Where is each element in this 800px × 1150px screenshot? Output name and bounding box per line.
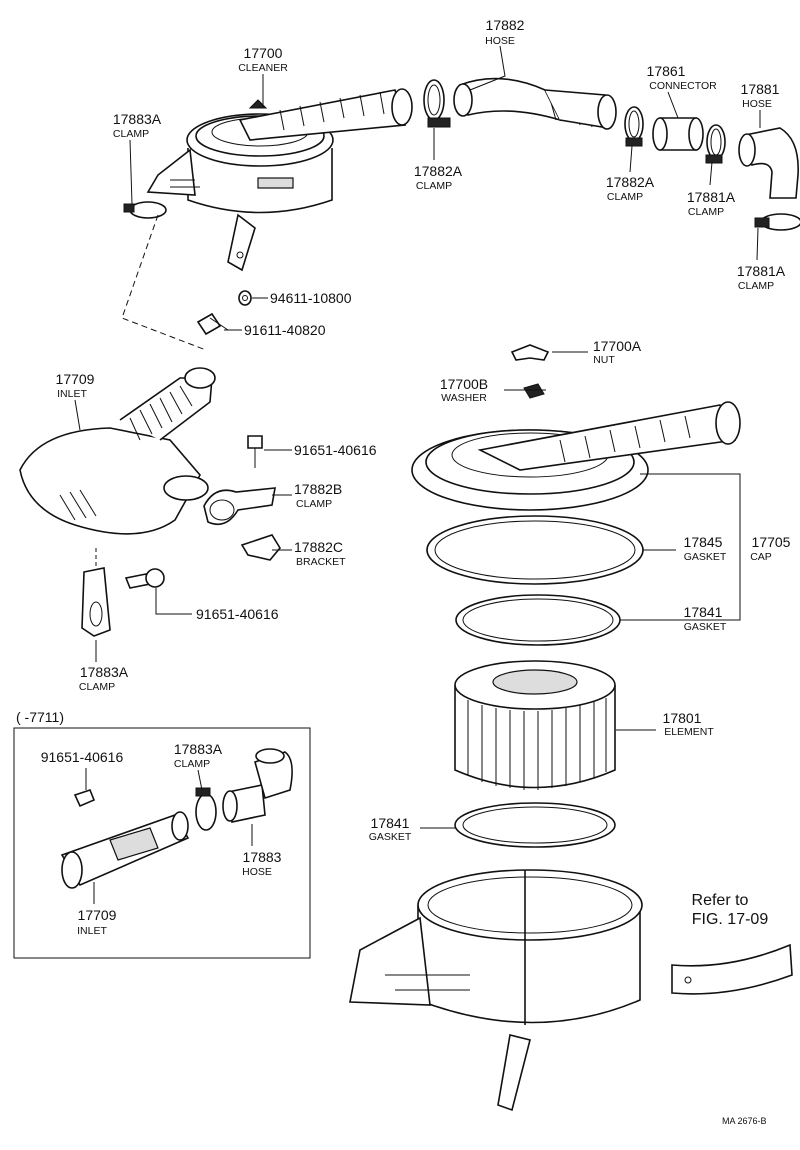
clamp-17881a-lower-drawing: [754, 213, 800, 231]
figure-code: MA 2676-B: [722, 1116, 767, 1126]
inset-inlet-drawing: [60, 748, 293, 889]
label-17882c-num: 17882C: [294, 539, 343, 555]
label-17882b-name: CLAMP: [296, 498, 332, 510]
label-17882-num: 17882: [486, 17, 525, 33]
label-17841-lower-num: 17841: [371, 815, 410, 831]
label-17883a-middle-name: CLAMP: [79, 681, 115, 693]
label-17881a-upper-num: 17881A: [687, 189, 736, 205]
label-17841-upper-name: GASKET: [684, 621, 727, 633]
gasket-17841-lower-drawing: [454, 802, 616, 848]
hose-17881-drawing: [738, 127, 799, 199]
label-inset-17883a-num: 17883A: [174, 741, 223, 757]
label-17845-num: 17845: [684, 534, 723, 550]
label-17705-num: 17705: [752, 534, 791, 550]
label-17845-name: GASKET: [684, 551, 727, 563]
label-inset-91651-40616: 91651-40616: [41, 749, 124, 765]
label-17700-num: 17700: [244, 45, 283, 61]
label-17881-num: 17881: [741, 81, 780, 97]
label-91611-40820: 91611-40820: [244, 322, 326, 338]
label-17881a-lower-num: 17881A: [737, 263, 786, 279]
label-inset-17709-name: INLET: [77, 925, 107, 937]
clamp-17883a-top-drawing: [123, 201, 167, 219]
refer-band-drawing: [671, 943, 793, 995]
label-17709-num: 17709: [56, 371, 95, 387]
label-inset-17709-num: 17709: [78, 907, 117, 923]
label-17881a-lower-name: CLAMP: [738, 280, 774, 292]
label-17882a-left-num: 17882A: [414, 163, 463, 179]
label-91651-40616-middle: 91651-40616: [196, 606, 279, 622]
wing-nut-17700a-drawing: [510, 344, 550, 361]
inset-frame: [13, 727, 311, 959]
label-17705-name: CAP: [750, 551, 772, 563]
label-17841-upper-num: 17841: [684, 604, 723, 620]
label-17882-name: HOSE: [485, 35, 515, 47]
hose-17882-drawing: [453, 77, 617, 130]
gasket-17841-upper-drawing: [455, 594, 621, 646]
label-17883a-middle-num: 17883A: [80, 664, 129, 680]
nut-94611-10800-drawing: [238, 290, 252, 306]
label-17801-num: 17801: [663, 710, 702, 726]
connector-17861-drawing: [652, 117, 704, 151]
bolt-91611-40820-drawing: [196, 312, 229, 336]
label-17841-lower-name: GASKET: [369, 831, 412, 843]
clamp-17882a-right-drawing: [624, 106, 644, 147]
label-17700b-name: WASHER: [441, 392, 487, 404]
clamp-17881a-upper-drawing: [705, 124, 726, 164]
label-17882b-num: 17882B: [294, 481, 342, 497]
clamp-17882a-left-drawing: [423, 79, 451, 128]
dashed-assembly-line: [121, 214, 207, 351]
label-17882c-name: BRACKET: [296, 556, 346, 568]
air-cleaner-assembly-drawing: [146, 88, 413, 272]
bolt-91651-40616-middle-drawing: [124, 568, 165, 589]
label-17700-name: CLEANER: [238, 62, 288, 74]
label-17861-num: 17861: [647, 63, 686, 79]
inset-range-label: ( -7711): [16, 709, 64, 725]
label-17883a-top-name: CLAMP: [113, 128, 149, 140]
refer-line-2: FIG. 17-09: [692, 911, 769, 928]
inlet-17709-drawing: [19, 367, 216, 535]
label-17881-name: HOSE: [742, 98, 772, 110]
refer-line-1: Refer to: [692, 892, 749, 909]
label-17883a-top-num: 17883A: [113, 111, 162, 127]
label-17882a-right-name: CLAMP: [607, 191, 643, 203]
washer-17700b-drawing: [523, 383, 545, 399]
part-labels: 17700 CLEANER 17882 HOSE 17861 CONNECTOR…: [16, 17, 791, 1126]
label-94611-10800: 94611-10800: [270, 290, 352, 306]
label-inset-17883-name: HOSE: [242, 866, 272, 878]
cap-17705-drawing: [411, 401, 741, 511]
label-17882a-right-num: 17882A: [606, 174, 655, 190]
label-17709-name: INLET: [57, 388, 87, 400]
label-17801-name: ELEMENT: [664, 726, 714, 738]
clamp-17882b-drawing: [203, 487, 276, 526]
cleaner-case-drawing: [349, 869, 643, 1112]
label-inset-17883-num: 17883: [243, 849, 282, 865]
label-91651-40616-upper: 91651-40616: [294, 442, 377, 458]
label-inset-17883a-name: CLAMP: [174, 758, 210, 770]
label-17881a-upper-name: CLAMP: [688, 206, 724, 218]
label-17700a-num: 17700A: [593, 338, 642, 354]
gasket-17845-drawing: [426, 515, 644, 585]
element-17801-drawing: [454, 660, 616, 790]
label-17882a-left-name: CLAMP: [416, 180, 452, 192]
clamp-17883a-middle-drawing: [81, 567, 111, 637]
bracket-17882c-drawing: [240, 534, 281, 561]
leader-lines: [74, 45, 761, 904]
label-17861-name: CONNECTOR: [649, 80, 717, 92]
bolt-91651-40616-upper-drawing: [247, 435, 263, 468]
label-17700a-name: NUT: [593, 354, 615, 366]
label-17700b-num: 17700B: [440, 376, 488, 392]
